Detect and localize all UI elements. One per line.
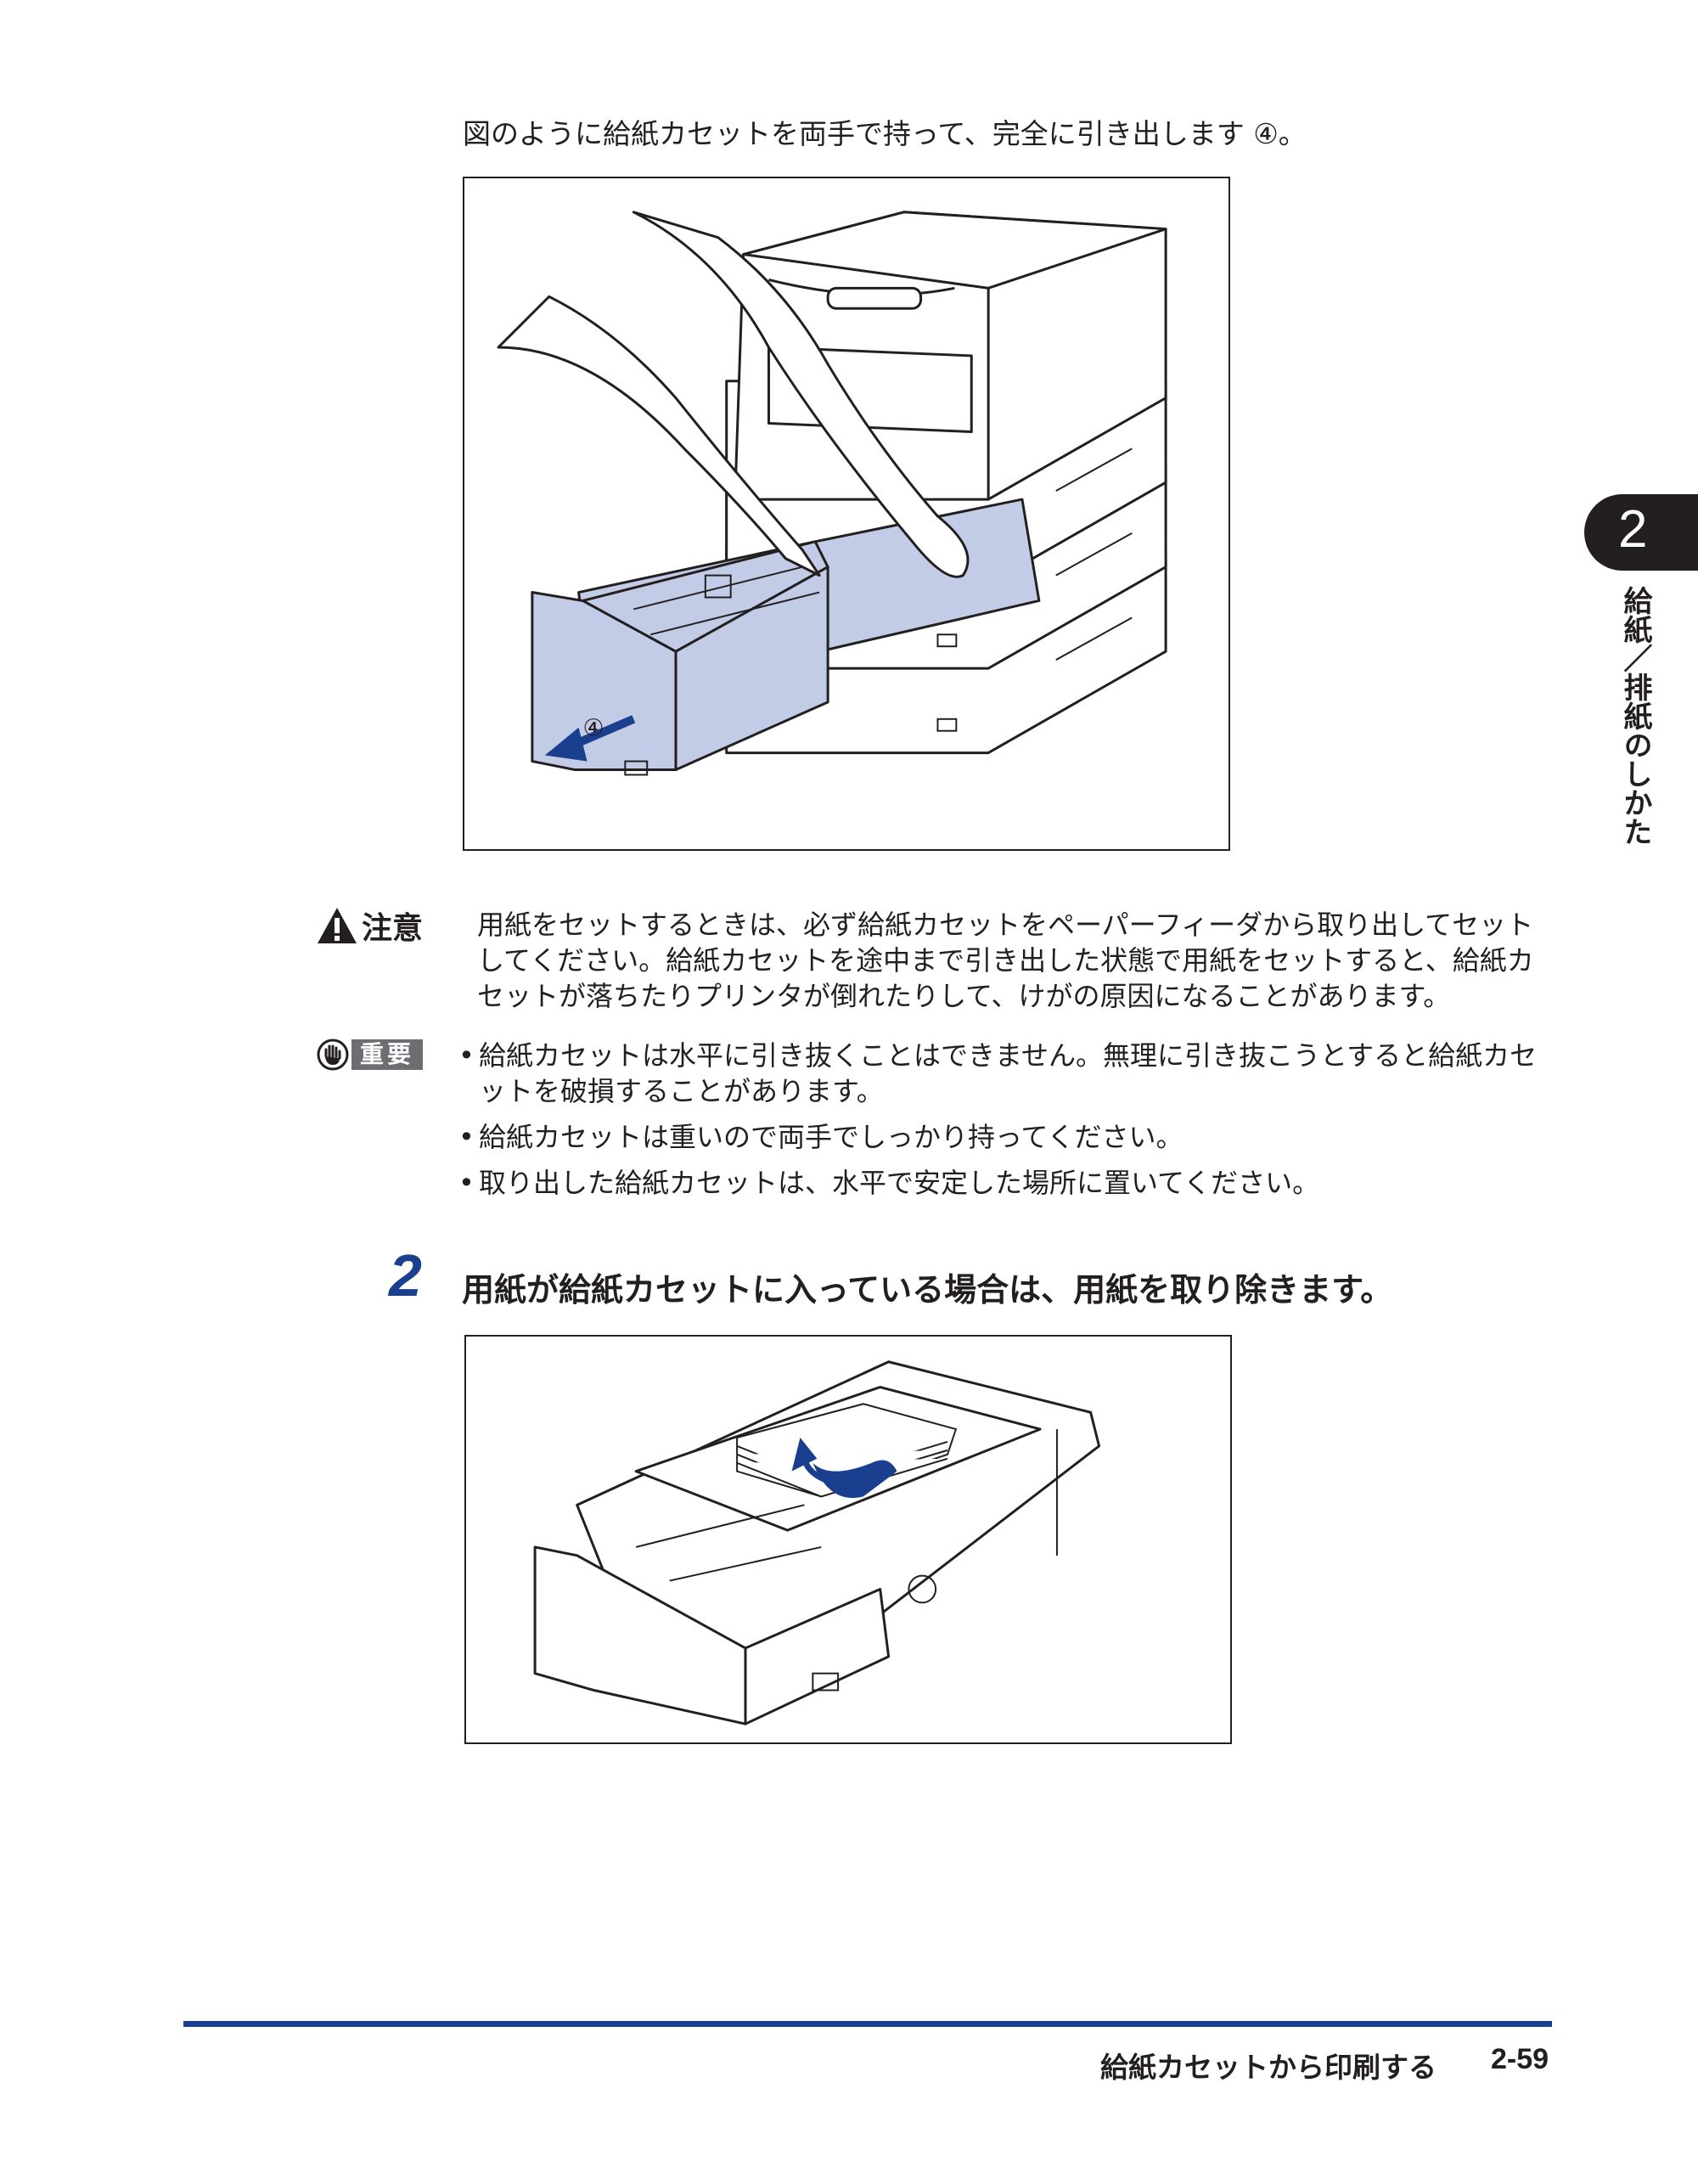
page-number: 2-59 xyxy=(1491,2043,1549,2075)
figure-callout: ④ xyxy=(583,714,604,742)
figure-pull-out-cassette: ④ xyxy=(463,177,1230,851)
printer-illustration: ④ xyxy=(497,211,1167,776)
footer-rule xyxy=(183,2021,1552,2027)
hand-stop-icon xyxy=(316,1038,350,1072)
footer-section-title: 給紙カセットから印刷する xyxy=(1100,2051,1437,2084)
important-label-text: 重要 xyxy=(351,1039,424,1070)
list-item: 給紙カセットは重いので両手でしっかり持ってください。 xyxy=(458,1119,1562,1155)
list-item: 給紙カセットは水平に引き抜くことはできません。無理に引き抜こうとすると給紙カセッ… xyxy=(458,1038,1562,1109)
important-list: 給紙カセットは水平に引き抜くことはできません。無理に引き抜こうとすると給紙カセッ… xyxy=(458,1038,1562,1207)
cassette-illustration xyxy=(533,1360,1101,1725)
chapter-tab: 2 xyxy=(1584,494,1698,571)
step-heading: 用紙が給紙カセットに入っている場合は、用紙を取り除きます。 xyxy=(462,1271,1393,1309)
caution-label: 注意 xyxy=(316,905,423,946)
figure-remove-paper xyxy=(464,1335,1232,1744)
caution-label-text: 注意 xyxy=(362,911,424,946)
important-label: 重要 xyxy=(316,1038,424,1072)
intro-text: 図のように給紙カセットを両手で持って、完全に引き出します ④。 xyxy=(463,117,1307,150)
chapter-title: 給紙／排紙のしかた xyxy=(1618,586,1652,846)
list-item: 取り出した給紙カセットは、水平で安定した場所に置いてください。 xyxy=(458,1165,1562,1201)
step-number: 2 xyxy=(389,1242,422,1309)
chapter-number: 2 xyxy=(1618,500,1648,559)
warning-icon xyxy=(318,908,357,943)
caution-text: 用紙をセットするときは、必ず給紙カセットをペーパーフィーダから取り出してセットし… xyxy=(477,909,1534,1012)
